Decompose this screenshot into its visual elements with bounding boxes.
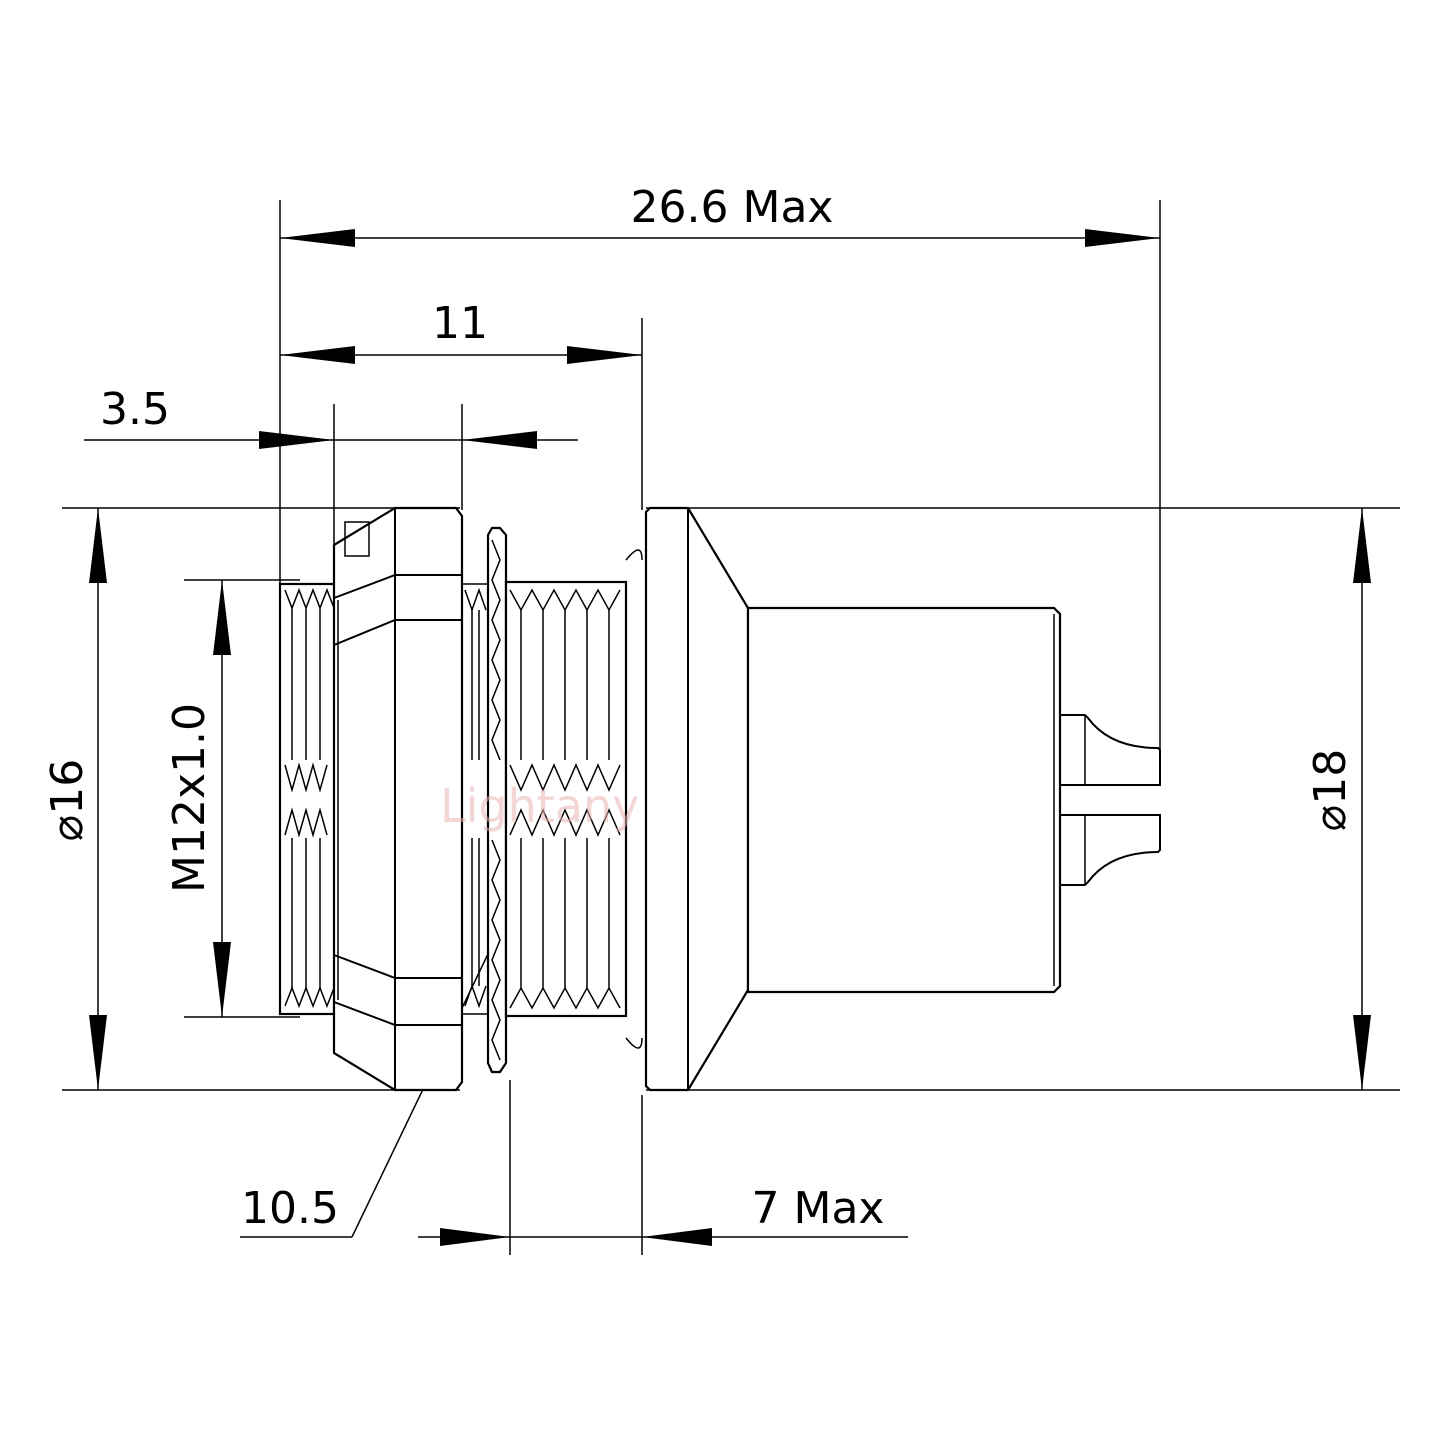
label-overall-length: 26.6 Max bbox=[631, 182, 834, 233]
hex-nut bbox=[332, 506, 464, 1092]
dim-thread bbox=[213, 580, 231, 1017]
lock-washer bbox=[486, 526, 508, 1074]
mounting-flange bbox=[644, 506, 750, 1092]
connector-body bbox=[278, 506, 1161, 1092]
label-panel-cutout: 10.5 bbox=[241, 1183, 339, 1234]
svg-text:⌀18: ⌀18 bbox=[1305, 749, 1356, 832]
dim-nut-width bbox=[84, 431, 578, 449]
contact-pins bbox=[1060, 714, 1161, 886]
rear-body bbox=[746, 606, 1062, 994]
dim-panel-thickness bbox=[418, 1228, 908, 1246]
label-flange-diameter: 18 bbox=[1305, 749, 1356, 805]
svg-text:⌀16: ⌀16 bbox=[42, 759, 93, 842]
dim-overall-length bbox=[280, 229, 1160, 247]
label-nut-width: 3.5 bbox=[100, 384, 170, 435]
dim-flange-diameter bbox=[1353, 508, 1371, 1090]
dim-flange-to-face bbox=[280, 346, 642, 364]
label-nut-diameter: 16 bbox=[42, 759, 93, 815]
label-panel-thickness: 7 Max bbox=[752, 1183, 885, 1234]
label-thread: M12x1.0 bbox=[164, 703, 215, 893]
front-thread-teeth bbox=[284, 587, 335, 1009]
diameter-symbol-nut: ⌀ bbox=[42, 815, 93, 842]
extension-lines bbox=[62, 200, 1400, 1255]
label-flange-to-face: 11 bbox=[432, 298, 488, 349]
watermark: Lightany bbox=[440, 779, 639, 833]
diameter-symbol-flange: ⌀ bbox=[1305, 805, 1356, 832]
threaded-shank bbox=[504, 549, 643, 1049]
dim-nut-diameter bbox=[89, 508, 107, 1090]
